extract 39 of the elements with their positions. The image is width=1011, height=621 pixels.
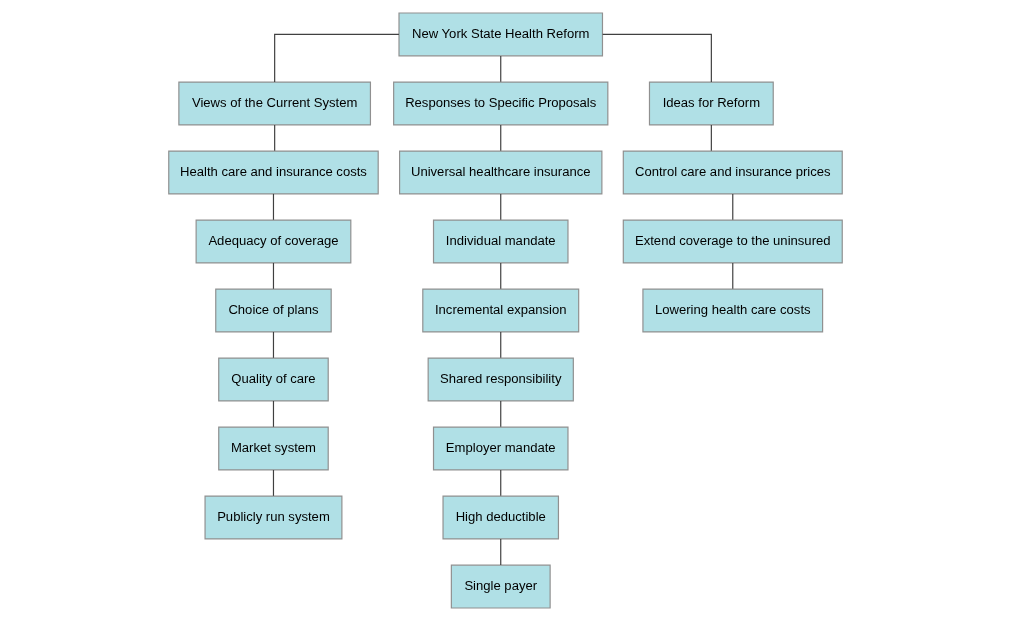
connector (500, 538, 502, 566)
node-box: Universal healthcare insurance (399, 150, 603, 195)
node-box: Adequacy of coverage (195, 219, 352, 264)
connector (274, 124, 276, 152)
connector (732, 262, 734, 290)
node-box: Control care and insurance prices (622, 150, 843, 195)
connector (272, 193, 275, 221)
connector (710, 124, 712, 152)
node-box: New York State Health Reform (398, 12, 604, 57)
node-box: Ideas for Reform (648, 81, 774, 126)
node-box: Responses to Specific Proposals (393, 81, 609, 126)
connector (272, 400, 275, 428)
connector (274, 33, 400, 83)
node-box: Health care and insurance costs (168, 150, 379, 195)
node-box: Views of the Current System (178, 81, 372, 126)
connector (272, 262, 275, 290)
connector (500, 193, 502, 221)
connector (732, 193, 734, 221)
node-box: Lowering health care costs (642, 288, 824, 333)
connector (500, 55, 502, 83)
node-box: Incremental expansion (422, 288, 580, 333)
node-box: High deductible (442, 495, 560, 540)
node-box: Choice of plans (215, 288, 332, 333)
node-box: Market system (218, 426, 329, 471)
connector (602, 33, 712, 83)
node-box: Quality of care (218, 357, 329, 402)
connector (500, 331, 502, 359)
node-box: Shared responsibility (427, 357, 574, 402)
connector (500, 400, 502, 428)
node-box: Publicly run system (204, 495, 343, 540)
connector (500, 469, 502, 497)
connector (272, 331, 275, 359)
connector (272, 469, 275, 497)
node-box: Employer mandate (432, 426, 569, 471)
connector (500, 262, 502, 290)
connector (500, 124, 502, 152)
node-box: Single payer (450, 564, 551, 609)
node-box: Individual mandate (432, 219, 569, 264)
node-box: Extend coverage to the uninsured (622, 219, 843, 264)
